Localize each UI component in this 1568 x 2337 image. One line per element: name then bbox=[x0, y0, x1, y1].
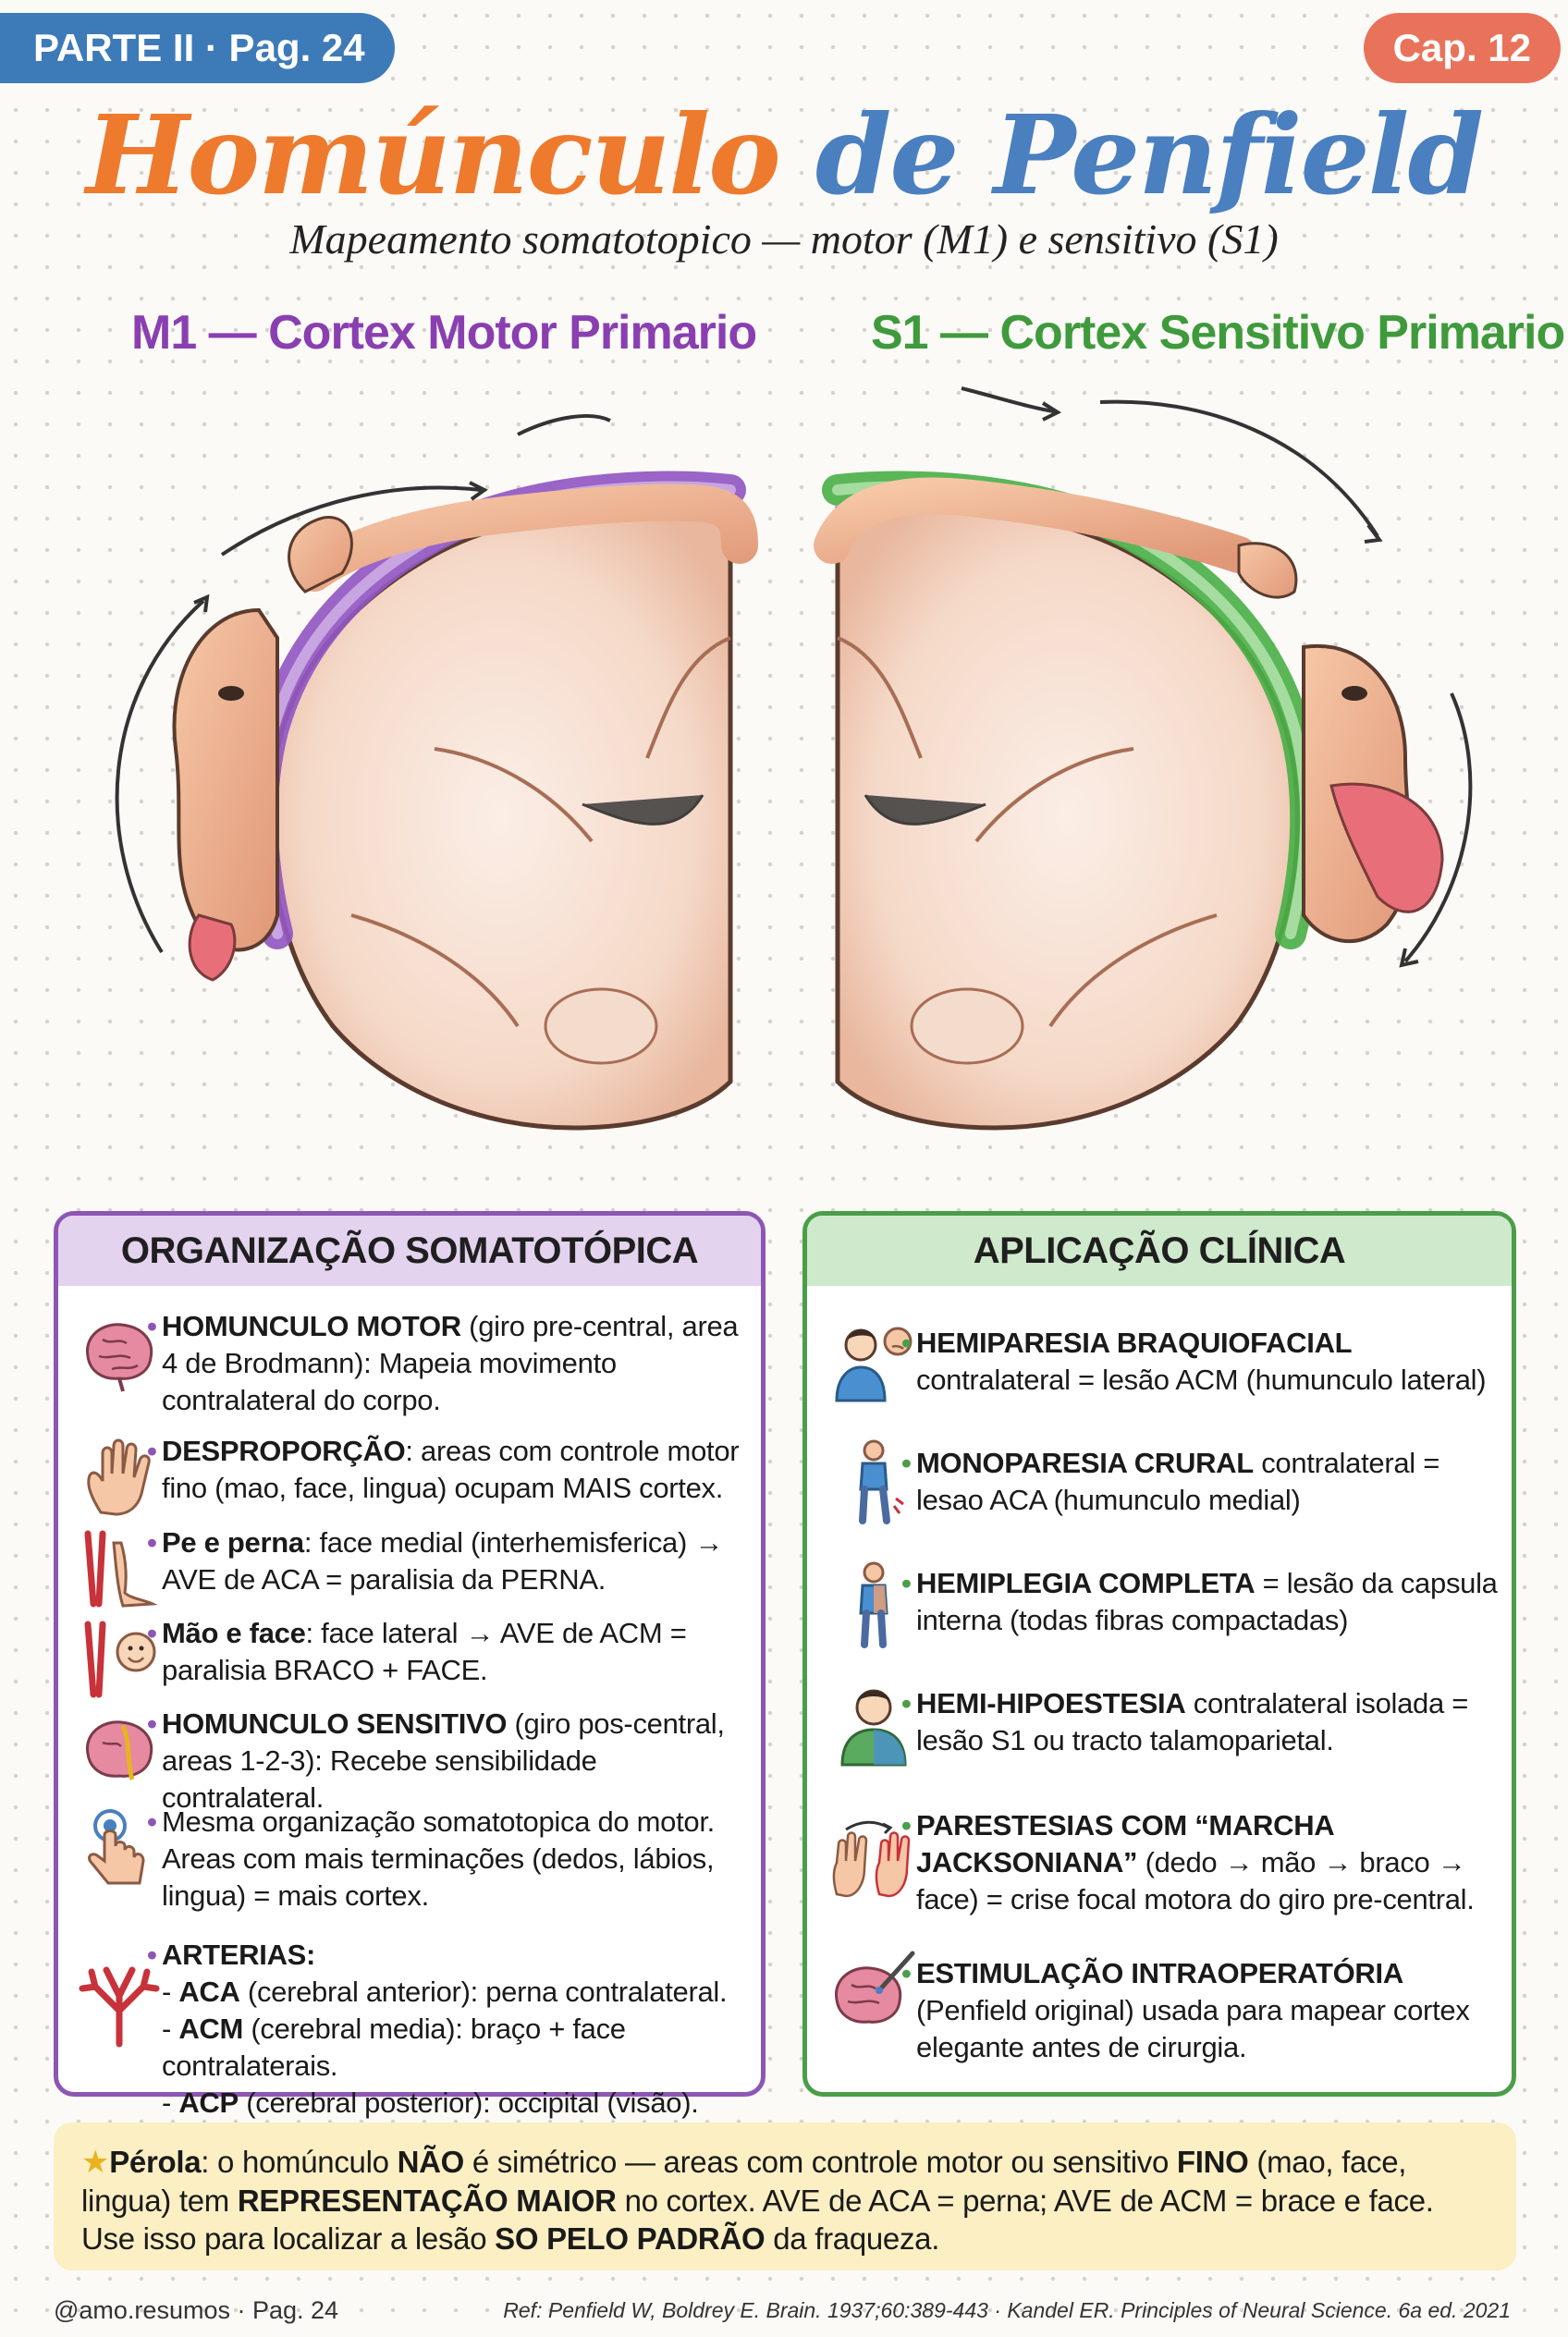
item-bold: DESPROPORÇÃO bbox=[162, 1435, 406, 1467]
item-text: Mesma organização somatotopica do motor.… bbox=[162, 1805, 715, 1912]
touch-icon bbox=[88, 1809, 145, 1885]
artery-desc: (cerebral anterior): perna contralateral… bbox=[239, 1976, 728, 2008]
pearl-emphasis: SO PELO PADRÃO bbox=[495, 2221, 766, 2256]
item-text: (Penfield original) usada para mapear co… bbox=[916, 1994, 1470, 2063]
artery-name: ACP bbox=[178, 2086, 239, 2119]
pearl-text: é simétrico — areas com controle motor o… bbox=[464, 2145, 1177, 2179]
homunculus-illustration bbox=[115, 386, 1473, 1131]
item-bold: Pe e perna bbox=[162, 1526, 304, 1559]
artery-desc: (cerebral media): braço + face contralat… bbox=[162, 2013, 626, 2082]
pearl-label: Pérola bbox=[109, 2145, 202, 2179]
title-part-2: de Penfield bbox=[815, 91, 1484, 219]
pearl-text: no cortex. AVE de ACA = perna; AVE de AC… bbox=[81, 2184, 1434, 2256]
m1-section-title: M1 — Cortex Motor Primario bbox=[131, 306, 757, 360]
artery-desc: (cerebral posterior): occipital (visão). bbox=[238, 2086, 699, 2119]
item-text: : face medial (interhemisferica) → AVE d… bbox=[162, 1526, 724, 1596]
pearl-emphasis: NÃO bbox=[397, 2145, 465, 2179]
item-text: (giro pre-central, area 4 de Brodmann): … bbox=[162, 1310, 739, 1416]
footer-references: Ref: Penfield W, Boldrey E. Brain. 1937;… bbox=[503, 2298, 1511, 2322]
item-text: (dedo → mão → braco → face) = crise foca… bbox=[916, 1846, 1475, 1915]
person-leg-icon bbox=[859, 1439, 904, 1524]
item-bold: HEMIPARESIA BRAQUIOFACIAL bbox=[916, 1327, 1353, 1359]
person-bust-icon bbox=[840, 1689, 907, 1767]
item-text: : face lateral → AVE de ACM = paralisia … bbox=[162, 1617, 687, 1686]
artery-tree-icon bbox=[79, 1966, 160, 2048]
item-text: contralateral = lesão ACM (humunculo lat… bbox=[916, 1364, 1487, 1396]
item-text: contralateral isolada = lesão S1 ou trac… bbox=[916, 1687, 1469, 1756]
pearl-emphasis: FINO bbox=[1176, 2145, 1249, 2179]
s1-section-title: S1 — Cortex Sensitivo Primario bbox=[871, 306, 1565, 360]
person-half-icon bbox=[859, 1561, 888, 1648]
hands-march-icon bbox=[832, 1820, 911, 1898]
pearl-text: da fraqueza. bbox=[765, 2221, 940, 2256]
item-text: contralateral = lesao ACA (humunculo med… bbox=[916, 1447, 1439, 1516]
item-bold: HEMIPLEGIA COMPLETA bbox=[916, 1567, 1256, 1599]
pearl-emphasis: REPRESENTAÇÃO MAIOR bbox=[237, 2184, 617, 2218]
face-artery-icon bbox=[84, 1621, 156, 1698]
part-page-tag: PARTE II · Pag. 24 bbox=[0, 13, 395, 83]
chapter-tag: Cap. 12 bbox=[1363, 13, 1561, 83]
star-icon: ★ bbox=[81, 2145, 110, 2180]
artery-name: ACM bbox=[178, 2013, 244, 2045]
pearl-callout: ★Pérola: o homúnculo NÃO é simétrico — a… bbox=[54, 2123, 1516, 2270]
clinical-application-heading: APLICAÇÃO CLÍNICA bbox=[807, 1216, 1512, 1286]
item-bold: MONOPARESIA CRURAL bbox=[916, 1447, 1254, 1479]
title-part-1: Homúnculo bbox=[86, 91, 781, 219]
leg-artery-icon bbox=[84, 1530, 158, 1608]
page-title: Homúnculo de Penfield bbox=[0, 91, 1568, 219]
item-bold: HOMUNCULO MOTOR bbox=[162, 1310, 461, 1342]
clinical-application-box: APLICAÇÃO CLÍNICA •HEMIPARESIA BRAQUIOFA… bbox=[802, 1211, 1516, 2097]
sensory-homunculus bbox=[814, 477, 1444, 943]
item-bold: Mão e face bbox=[162, 1617, 306, 1649]
somatotopic-organization-heading: ORGANIZAÇÃO SOMATOTÓPICA bbox=[58, 1216, 761, 1286]
artery-name: ACA bbox=[178, 1976, 240, 2008]
page-subtitle: Mapeamento somatotopico — motor (M1) e s… bbox=[289, 215, 1279, 263]
somatotopic-organization-box: ORGANIZAÇÃO SOMATOTÓPICA •HOMUNCULO MOTO… bbox=[54, 1211, 766, 2119]
sensory-hemisphere bbox=[822, 471, 1322, 1131]
item-bold: ESTIMULAÇÃO INTRAOPERATÓRIA bbox=[916, 1957, 1403, 1989]
pearl-text: (mao, face, lingua) tem bbox=[81, 2145, 1407, 2218]
item-bold: HEMI-HIPOESTESIA bbox=[916, 1687, 1186, 1719]
item-text: : areas com controle motor fino (mao, fa… bbox=[162, 1435, 740, 1504]
arteries-heading: ARTERIAS: bbox=[162, 1939, 316, 1971]
hand-icon bbox=[87, 1438, 151, 1516]
item-bold: PARESTESIAS COM “MARCHA JACKSONIANA” bbox=[916, 1809, 1334, 1878]
footer-author: @amo.resumos · Pag. 24 bbox=[54, 2296, 339, 2324]
item-bold: HOMUNCULO SENSITIVO bbox=[162, 1707, 508, 1740]
motor-homunculus bbox=[172, 483, 758, 982]
patient-face-icon bbox=[835, 1327, 913, 1402]
item-text: = lesão da capsula interna (todas fibras… bbox=[916, 1567, 1498, 1636]
sensory-brain-icon bbox=[86, 1720, 153, 1780]
brain-icon bbox=[86, 1323, 153, 1392]
brain-probe-icon bbox=[835, 1951, 915, 2024]
item-text: (giro pos-central, areas 1-2-3): Recebe … bbox=[162, 1707, 725, 1814]
pearl-text: : o homúnculo bbox=[201, 2145, 398, 2179]
